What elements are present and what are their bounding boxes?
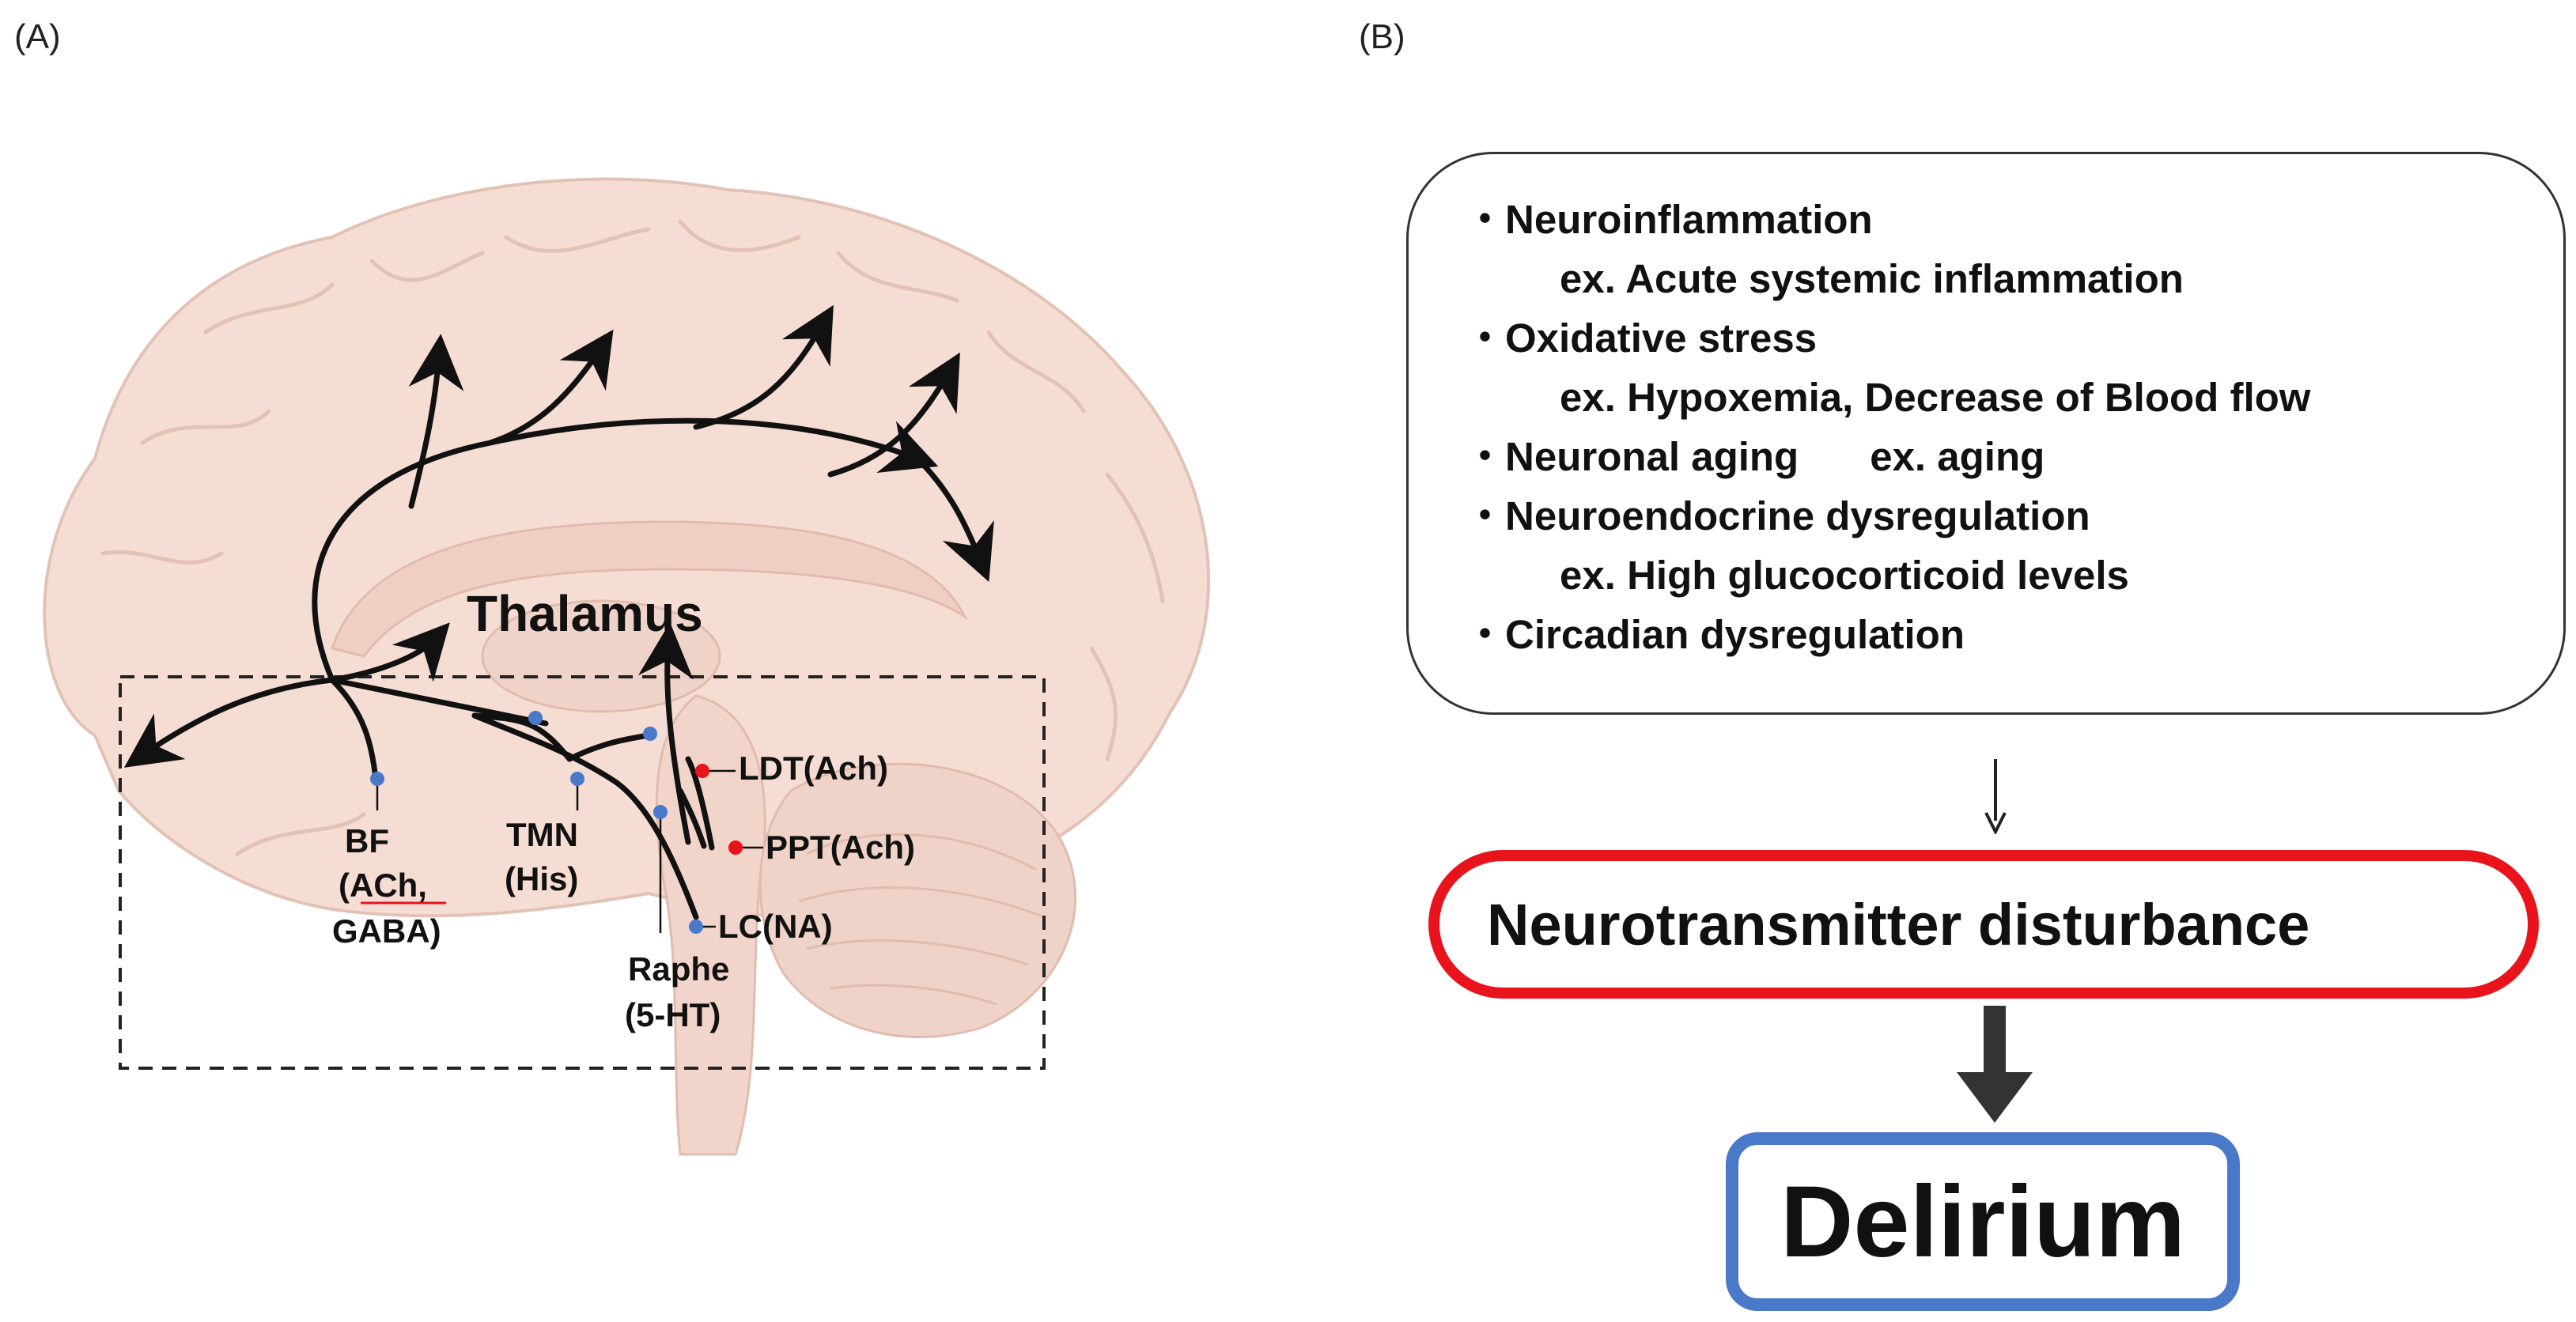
risk-factors-list: ・Neuroinflammation ex. Acute systemic in… [1465,190,2310,664]
thalamus-label: Thalamus [467,585,703,642]
raphe-nt-label: (5-HT) [625,996,721,1033]
brain-diagram: Thalamus BF (ACh, GABA) TMN (His) LDT(Ac… [43,177,1210,1156]
factor-circadian: ・Circadian dysregulation [1465,612,1965,657]
bf-nt-line1: (ACh, [339,867,427,904]
tmn-label: TMN [506,816,578,853]
factor-neuroendocrine-example: ex. High glucocorticoid levels [1560,553,2129,598]
factor-oxidative-stress-example: ex. Hypoxemia, Decrease of Blood flow [1560,375,2311,420]
brainstem-inset-box [119,675,1046,1070]
gyri-lines [100,219,1165,856]
ppt-label: PPT(Ach) [766,829,915,866]
delirium-label: Delirium [1780,1165,2186,1279]
raphe-nucleus-dot [653,805,668,819]
factor-neuroinflammation: ・Neuroinflammation [1465,197,1873,242]
raphe-label: Raphe [628,950,729,988]
projection-pathways [123,304,994,920]
thick-down-arrow [1957,1006,2033,1123]
ldt-nucleus-dot [695,764,709,778]
factor-neuronal-aging-row: ・Neuronal aging ex. aging [1465,427,2310,486]
tmn-nucleus-dot [570,772,584,786]
corpus-callosum [331,520,968,658]
panel-a-label: (A) [14,17,61,56]
risk-factors-box [1406,152,2566,715]
ppt-nucleus-dot [728,840,743,855]
hypothalamus-dot [528,711,543,725]
neurotransmitter-disturbance-box: Neurotransmitter disturbance [1428,850,2539,999]
delirium-box: Delirium [1726,1132,2240,1311]
thin-down-arrow [1984,759,2007,834]
cerebellum [758,762,1077,1039]
lc-label: LC(NA) [718,908,833,945]
ldt-label: LDT(Ach) [739,750,888,787]
factor-neuroinflammation-example: ex. Acute systemic inflammation [1560,256,2184,301]
factor-oxidative-stress: ・Oxidative stress [1465,315,1818,361]
factor-neuronal-aging: ・Neuronal aging [1465,434,1799,479]
factor-neuronal-aging-example: ex. aging [1870,434,2045,479]
bf-nucleus-dot [370,772,384,786]
cerebellum-folia [798,833,1045,1006]
lc-nucleus-dot [689,920,703,934]
factor-neuroendocrine: ・Neuroendocrine dysregulation [1465,493,2090,538]
bf-label: BF [345,822,389,859]
bf-nt-line2: GABA) [332,912,441,950]
tmn-nt-label: (His) [505,860,578,897]
panel-b-label: (B) [1359,17,1405,56]
neurotransmitter-disturbance-label: Neurotransmitter disturbance [1487,891,2310,958]
raphe-upper-dot [643,727,657,741]
